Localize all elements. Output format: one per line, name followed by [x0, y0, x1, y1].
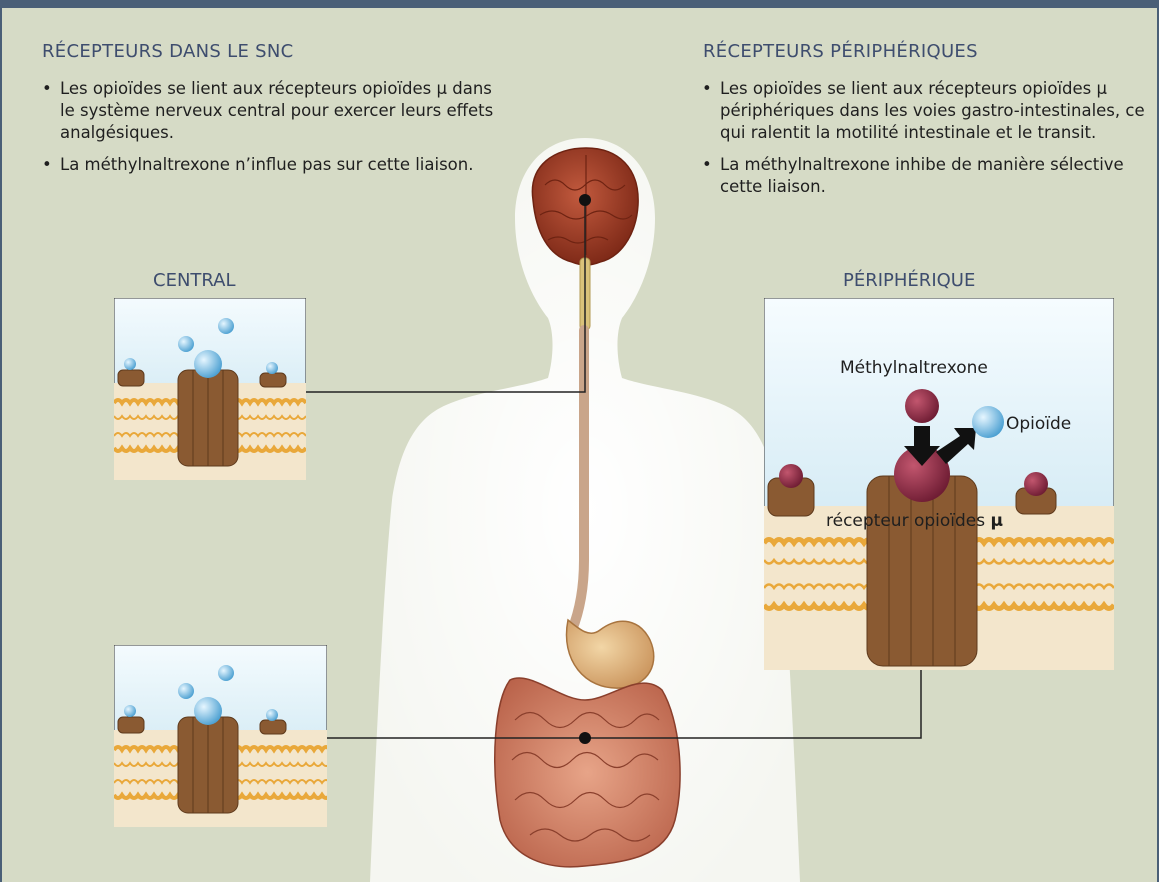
peripheral-label: PÉRIPHÉRIQUE [843, 270, 975, 291]
gut-receptor-inset [114, 645, 327, 827]
opioid-free [178, 336, 194, 352]
right-heading: RÉCEPTEURS PÉRIPHÉRIQUES [703, 41, 978, 62]
opioid-bound [194, 697, 222, 725]
receptor-mu-symbol: µ [991, 511, 1004, 531]
opioid-label: Opioïde [1006, 414, 1071, 434]
central-receptor [178, 370, 238, 466]
connector-dot-gut [579, 732, 591, 744]
right-bullet-list: Les opioïdes se lient aux récepteurs opi… [700, 78, 1150, 208]
receptor-label-text: récepteur opioïdes [826, 511, 985, 531]
opioid-free [218, 665, 234, 681]
opioid-bound-small [124, 358, 136, 370]
left-bullet-2: La méthylnaltrexone n’influe pas sur cet… [40, 154, 500, 176]
methylnaltrexone-free [905, 389, 939, 423]
gut-receptor [178, 717, 238, 813]
connector-dot-brain [579, 194, 591, 206]
opioid-bound-small [124, 705, 136, 717]
opioid-bound-small [266, 362, 278, 374]
left-heading: RÉCEPTEURS DANS LE SNC [42, 41, 294, 62]
opioid-free [218, 318, 234, 334]
gut-receptor-small-left [118, 717, 144, 733]
opioid-displaced [972, 406, 1004, 438]
left-bullet-list: Les opioïdes se lient aux récepteurs opi… [40, 78, 500, 186]
opioid-bound [194, 350, 222, 378]
intestines [495, 678, 680, 867]
methylnaltrexone-bound-small [1024, 472, 1048, 496]
receptor-label: récepteur opioïdes µ [826, 511, 1003, 531]
central-receptor-small-right [260, 373, 286, 387]
peripheral-receptor-inset [764, 298, 1114, 670]
central-label: CENTRAL [153, 270, 236, 291]
methylnaltrexone-bound-small [779, 464, 803, 488]
central-receptor-small-left [118, 370, 144, 386]
opioid-free [178, 683, 194, 699]
peripheral-receptor [867, 476, 977, 666]
opioid-bound-small [266, 709, 278, 721]
central-receptor-inset [114, 298, 306, 480]
right-bullet-1: Les opioïdes se lient aux récepteurs opi… [700, 78, 1150, 144]
gut-receptor-small-right [260, 720, 286, 734]
left-bullet-1: Les opioïdes se lient aux récepteurs opi… [40, 78, 500, 144]
right-bullet-2: La méthylnaltrexone inhibe de manière sé… [700, 154, 1150, 198]
methylnaltrexone-label: Méthylnaltrexone [840, 358, 988, 378]
